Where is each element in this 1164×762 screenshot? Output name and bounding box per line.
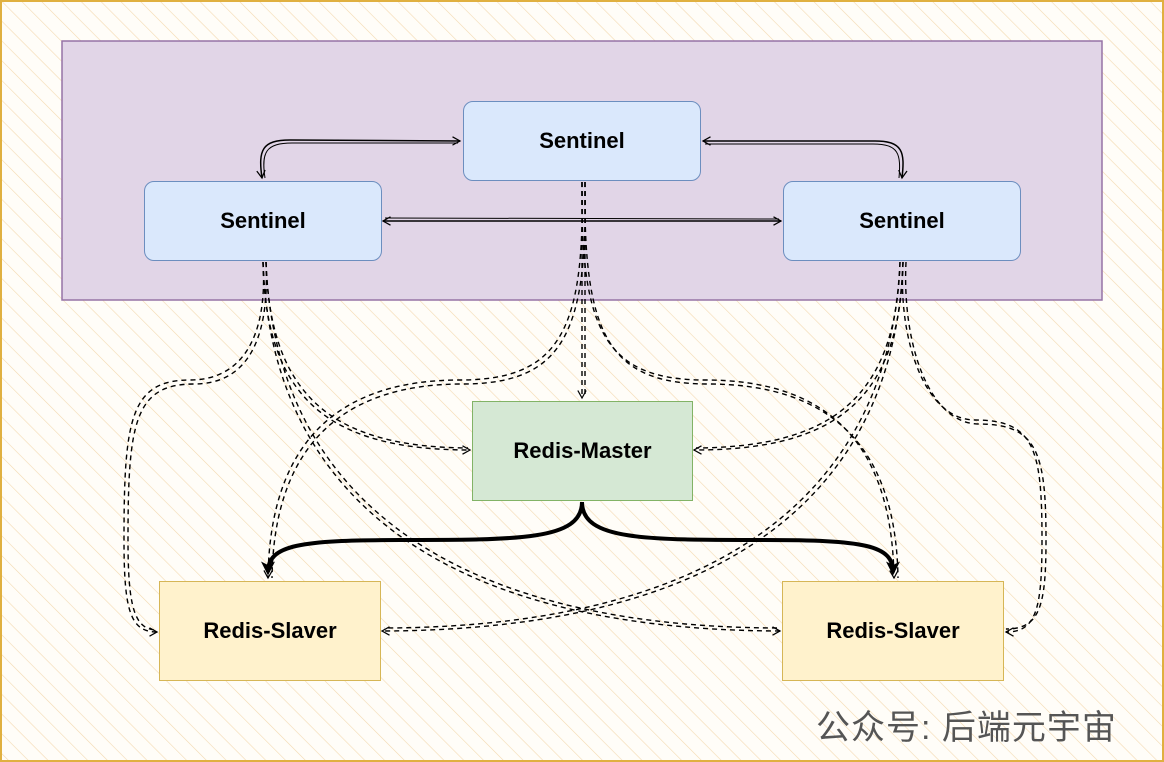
edge-top-sentinel-to-right-slave (581, 181, 899, 580)
watermark-text: 公众号: 后端元宇宙 (816, 709, 1117, 747)
sentinel-left[interactable]: Sentinel (144, 181, 382, 261)
edge-right-sentinel-to-right-slave-2 (904, 261, 1047, 630)
edge-left-sentinel-to-left-slave (123, 261, 265, 637)
redis-slave-right[interactable]: Redis-Slaver (782, 581, 1004, 681)
sentinel-top[interactable]: Sentinel (463, 101, 701, 181)
edge-sentinel-left-top (256, 136, 462, 180)
sentinel-top-label: Sentinel (539, 128, 625, 153)
redis-slave-left-label: Redis-Slaver (203, 618, 337, 643)
edge-sentinel-top-right-shadow (705, 143, 901, 179)
edge-left-sentinel-to-right-slave (262, 261, 782, 636)
edge-left-sentinel-to-right-slave-2 (265, 261, 779, 629)
sentinel-right[interactable]: Sentinel (783, 181, 1021, 261)
edge-master-to-right-slave (580, 501, 900, 576)
edge-left-sentinel-to-left-slave-2 (127, 261, 268, 631)
edge-right-sentinel-to-master (692, 261, 904, 455)
redis-master[interactable]: Redis-Master (472, 401, 693, 501)
redis-master-label: Redis-Master (513, 438, 652, 463)
sentinel-right-label: Sentinel (859, 208, 945, 233)
edge-right-sentinel-to-left-slave (380, 261, 904, 636)
edge-top-sentinel-to-right-slave-2 (584, 181, 899, 579)
edge-sentinel-left-top-shadow (263, 142, 458, 179)
edge-right-sentinel-to-left-slave-2 (383, 261, 901, 629)
redis-slave-left[interactable]: Redis-Slaver (159, 581, 381, 681)
edge-top-sentinel-to-left-slave (263, 181, 583, 580)
edge-left-sentinel-to-master (262, 261, 472, 455)
edge-right-sentinel-to-right-slave (901, 261, 1043, 637)
edge-top-sentinel-to-left-slave-2 (271, 181, 586, 579)
edge-master-to-left-slave (261, 501, 584, 576)
edge-sentinel-top-right (701, 136, 908, 180)
redis-slave-right-label: Redis-Slaver (826, 618, 960, 643)
sentinel-left-label: Sentinel (220, 208, 306, 233)
